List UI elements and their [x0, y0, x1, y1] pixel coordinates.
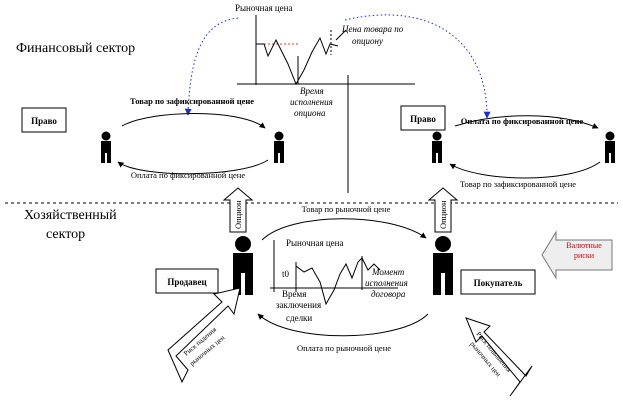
deal-time-label-1: Время: [282, 289, 306, 299]
risk-arrow-left-shape: [167, 287, 241, 384]
seller-box: [155, 268, 219, 294]
option-arrow-left: [222, 187, 254, 233]
exec-moment-label-3: договора: [371, 289, 406, 299]
option-arrow-right: [427, 187, 459, 233]
option-price-pointer: [335, 29, 347, 41]
option-arrow-right-label: Опцион: [438, 200, 448, 229]
market-payment-label: Оплата по рыночной цене: [297, 343, 391, 353]
economic-sector-title-line1: Хозяйственный: [24, 208, 117, 223]
exec-moment-label-2: исполнения: [365, 278, 408, 288]
financial-right-person-b: [605, 131, 615, 163]
financial-right-payment-label: Оплата по фиксированной цене: [461, 116, 584, 126]
market-price-curve-lower: [295, 257, 381, 306]
financial-left-person-b: [274, 131, 284, 163]
financial-left-goods-label: Товар по зафиксированной цене: [130, 96, 254, 106]
market-chart: Рыночная цена t0 Время заключения сделки…: [270, 238, 408, 323]
financial-right-payment-arrow: [454, 115, 599, 129]
option-arrow-left-label: Опцион: [233, 200, 243, 229]
left-right-box: [21, 107, 67, 133]
financial-right-person-a: [432, 131, 442, 163]
right-right-box-label: Право: [410, 114, 436, 124]
financial-left-payment-label: Оплата по фиксированной цене: [131, 170, 245, 180]
right-right-box: [400, 105, 446, 131]
top-chart: Рыночная цена Цена товара по опциону Вре…: [235, 3, 415, 118]
currency-risk-label-1: Валютные: [566, 241, 602, 250]
option-time-label-3: опциона: [294, 108, 326, 118]
financial-left-goods-arrow: [121, 113, 266, 129]
left-right-box-label: Право: [31, 116, 57, 126]
exec-moment-label-1: Момент: [371, 267, 405, 277]
economic-sector-title-line2: сектор: [46, 227, 85, 242]
financial-left-payment-arrow: [117, 159, 269, 175]
market-chart-t0-label: t0: [282, 269, 290, 279]
top-chart-price-label: Рыночная цена: [235, 3, 293, 13]
seller-box-label: Продавец: [167, 277, 207, 287]
currency-risk-shape: [541, 230, 613, 280]
deal-time-label-3: сделки: [286, 313, 312, 323]
risk-arrow-right: Риск повышения рыночных цен: [465, 317, 533, 397]
deal-time-label-2: заключения: [276, 300, 321, 310]
financial-sector-title: Финансовый сектор: [16, 41, 135, 56]
currency-risk-arrow: Валютные риски: [541, 230, 613, 280]
market-chart-price-label: Рыночная цена: [286, 238, 344, 248]
option-time-label-1: Время: [300, 86, 324, 96]
market-payment-arrow: [257, 313, 429, 337]
financial-left-person-a: [101, 131, 111, 163]
financial-right-goods-arrow: [449, 161, 601, 179]
buyer-box-label: Покупатель: [474, 278, 523, 288]
option-time-label-2: исполнения: [290, 97, 333, 107]
buyer-box: [460, 269, 536, 295]
risk-arrow-left: Риск падения рыночных цен: [167, 287, 241, 384]
option-price-label-2: опциону: [352, 36, 383, 46]
market-goods-arrow: [261, 218, 427, 241]
risk-arrow-right-shape: [465, 317, 533, 397]
financial-right-goods-label: Товар по зафиксированной цене: [460, 179, 576, 189]
market-price-curve: [256, 36, 339, 86]
buyer-person: [433, 236, 453, 295]
seller-person: [233, 236, 253, 295]
market-goods-label: Товар по рыночной цене: [302, 204, 391, 214]
currency-risk-label-2: риски: [574, 251, 595, 260]
option-price-label-1: Цена товара по: [341, 24, 404, 34]
